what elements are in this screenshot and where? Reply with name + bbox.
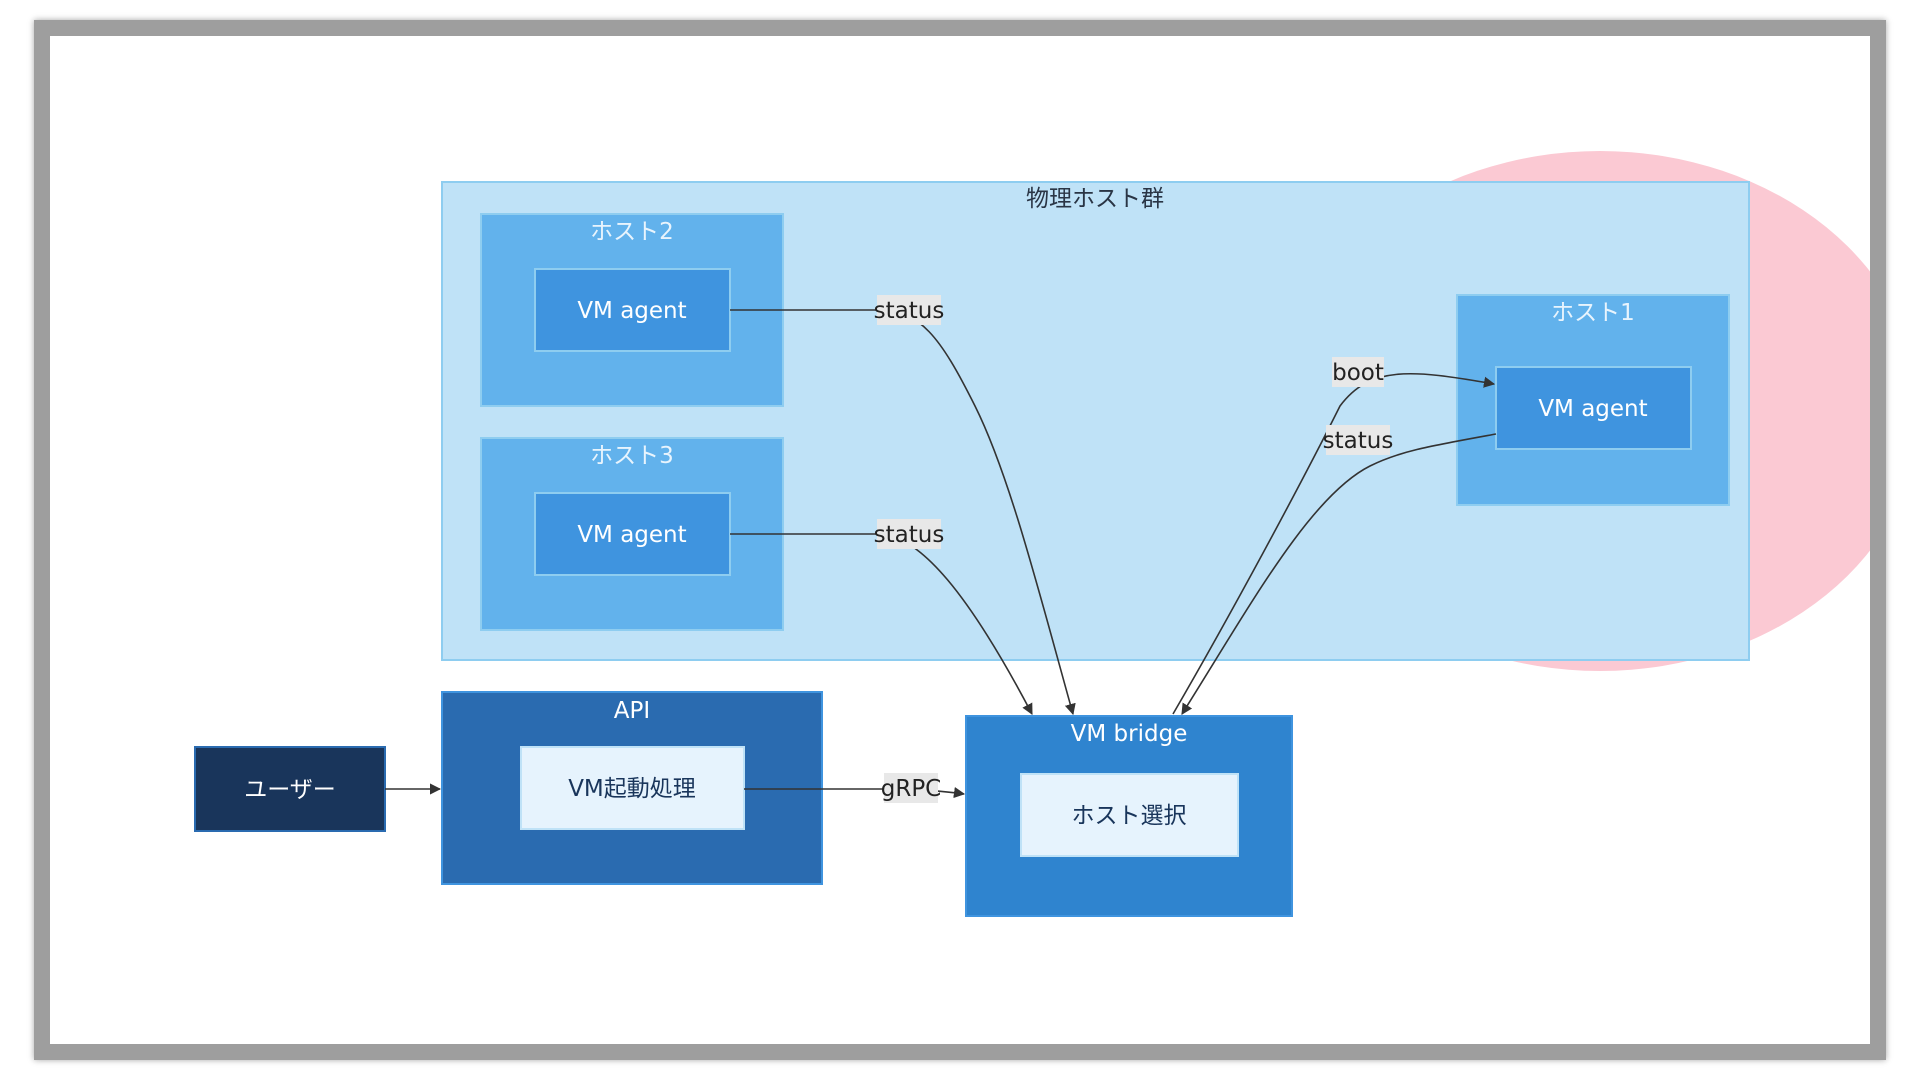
edge-label-host1-status: status (1323, 425, 1394, 455)
edge-label-host2-status-text: status (874, 298, 945, 324)
node-host-select-label: ホスト選択 (1072, 803, 1187, 829)
node-agent-host1: VM agent (1495, 366, 1692, 450)
cluster-host1-label: ホスト1 (1551, 300, 1635, 326)
cluster-physical-hosts-label: 物理ホスト群 (1026, 186, 1164, 212)
edge-label-host3-status: status (874, 519, 945, 549)
node-host-select: ホスト選択 (1020, 773, 1239, 857)
cluster-host2-label: ホスト2 (590, 219, 674, 245)
node-user-label: ユーザー (244, 777, 336, 803)
edge-label-grpc-text: gRPC (881, 776, 942, 802)
edge-label-boot: boot (1332, 357, 1384, 387)
edge-label-boot-text: boot (1332, 360, 1384, 386)
edge-label-grpc: gRPC (881, 773, 942, 803)
node-agent-host1-label: VM agent (1538, 396, 1647, 422)
edge-label-host1-status-text: status (1323, 428, 1394, 454)
node-agent-host3-label: VM agent (577, 522, 686, 548)
node-vm-start-label: VM起動処理 (568, 776, 696, 802)
edge-label-host2-status: status (874, 295, 945, 325)
node-vm-start: VM起動処理 (520, 746, 745, 830)
cluster-host3-label: ホスト3 (590, 443, 674, 469)
edge-host1-bridge-status (1181, 433, 1497, 715)
cluster-vm-bridge-label: VM bridge (1071, 721, 1188, 747)
node-agent-host2-label: VM agent (577, 298, 686, 324)
node-agent-host3: VM agent (534, 492, 731, 576)
node-agent-host2: VM agent (534, 268, 731, 352)
edge-label-host3-status-text: status (874, 522, 945, 548)
cluster-api-label: API (614, 698, 650, 724)
diagram-frame: 物理ホスト群 ホスト2 VM agent ホスト3 VM agent ホスト1 … (34, 20, 1886, 1060)
node-user: ユーザー (194, 746, 386, 832)
diagram-canvas: 物理ホスト群 ホスト2 VM agent ホスト3 VM agent ホスト1 … (194, 151, 1870, 926)
